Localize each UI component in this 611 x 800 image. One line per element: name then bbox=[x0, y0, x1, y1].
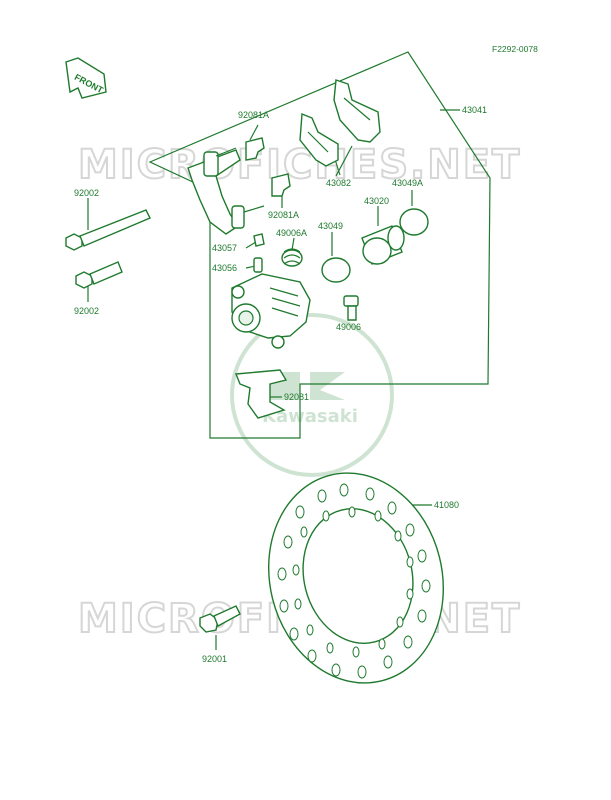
callout-43056: 43056 bbox=[212, 263, 237, 273]
kawasaki-watermark-logo: Kawasaki bbox=[230, 313, 394, 477]
caliper-piston bbox=[361, 225, 405, 265]
dust-seal bbox=[399, 208, 429, 236]
bolt-lower bbox=[75, 261, 123, 289]
pad-spring-top bbox=[245, 137, 265, 161]
callout-49006: 49006 bbox=[336, 322, 361, 332]
brand-text: Kawasaki bbox=[262, 406, 358, 427]
callout-41080: 41080 bbox=[434, 500, 459, 510]
bleeder-cap bbox=[253, 233, 265, 247]
bolt-upper bbox=[65, 209, 151, 251]
callout-92002-top: 92002 bbox=[74, 188, 99, 198]
brake-pad-front bbox=[299, 112, 339, 167]
callout-43082: 43082 bbox=[326, 178, 351, 188]
ref-code: F2292-0078 bbox=[492, 44, 538, 54]
pin-bolt bbox=[343, 295, 359, 321]
brake-pad-rear bbox=[333, 79, 381, 143]
dust-boot bbox=[281, 248, 303, 267]
callout-43020: 43020 bbox=[364, 196, 389, 206]
callout-49006a: 49006A bbox=[276, 228, 307, 238]
assembly-outline bbox=[148, 51, 491, 439]
callout-43057: 43057 bbox=[212, 243, 237, 253]
callout-92002-bot: 92002 bbox=[74, 306, 99, 316]
anti-rattle-spring bbox=[235, 369, 288, 419]
callout-92081: 92081 bbox=[284, 392, 309, 402]
callout-92001: 92001 bbox=[202, 654, 227, 664]
callout-labels: 43041 92081A 43082 92002 92081A 43049A 4… bbox=[74, 105, 487, 664]
brake-disc bbox=[268, 472, 444, 684]
watermark-top: MICROFICHES.NET bbox=[78, 142, 521, 188]
caliper-bracket bbox=[187, 147, 265, 235]
caliper-body bbox=[231, 273, 311, 349]
callout-43049: 43049 bbox=[318, 221, 343, 231]
pad-spring-mid bbox=[271, 173, 291, 197]
front-arrow-icon: FRONT bbox=[65, 57, 107, 99]
bleeder-valve bbox=[253, 257, 263, 273]
callout-43041: 43041 bbox=[462, 105, 487, 115]
disc-bolt bbox=[199, 605, 241, 633]
piston-seal bbox=[321, 257, 351, 283]
callout-92081a-mid: 92081A bbox=[268, 210, 299, 220]
callout-92081a-top: 92081A bbox=[238, 110, 269, 120]
callout-43049a: 43049A bbox=[392, 178, 423, 188]
